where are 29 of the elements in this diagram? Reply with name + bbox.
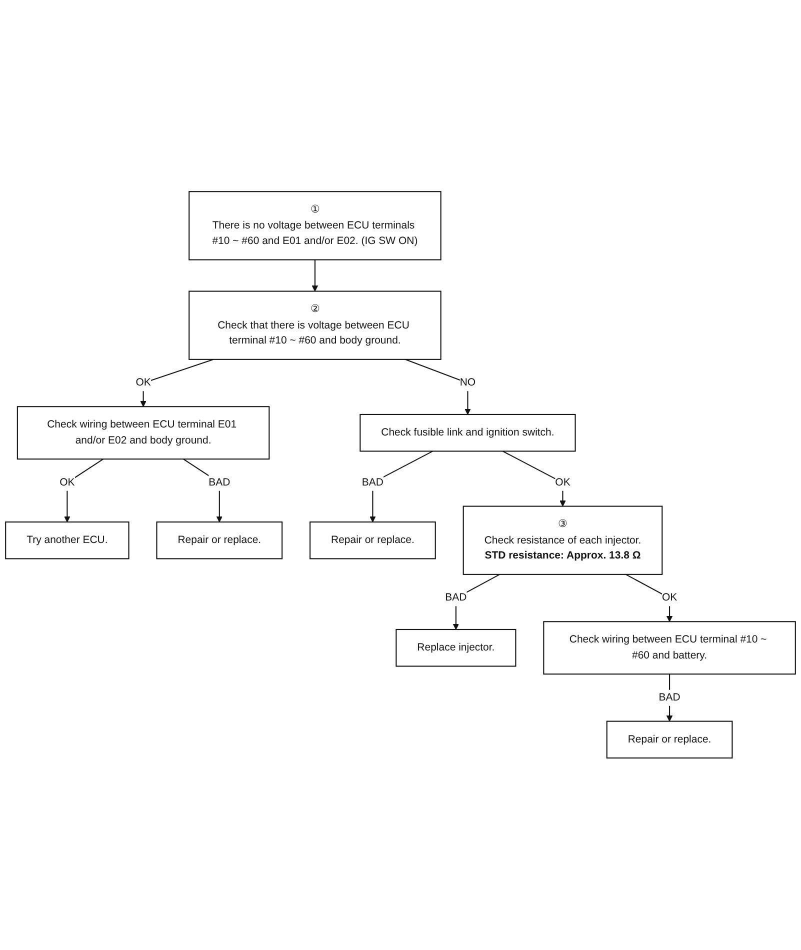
edge-label: NO	[460, 376, 476, 389]
node-box: ② Check that there is voltage between ECU terminal #10 ~ #60 and body ground.	[188, 290, 442, 360]
arrow	[502, 450, 566, 507]
edge-label: OK	[136, 376, 151, 389]
arrow	[183, 458, 222, 522]
arrow	[666, 674, 673, 722]
arrow	[312, 260, 318, 292]
edge-label: OK	[555, 476, 570, 488]
node-box: Check fusible link and ignition switch.	[360, 414, 576, 452]
arrow	[626, 574, 673, 622]
node-box: Repair or replace.	[310, 522, 436, 560]
arrow	[405, 359, 471, 415]
node-box: ③ Check resistance of each injector. STD resistance: Approx. 13.8 Ω	[462, 506, 663, 576]
edge-label: BAD	[362, 476, 384, 488]
node-box: Check wiring between ECU terminal #10 ~ #60 and battery.	[543, 621, 796, 675]
edge-label: BAD	[208, 476, 230, 488]
arrow	[64, 458, 104, 522]
node-box: Repair or replace.	[606, 720, 733, 759]
arrow	[452, 574, 500, 630]
node-box: Replace injector.	[396, 629, 516, 667]
edge-label: BAD	[658, 691, 680, 704]
node-box: Repair or replace.	[156, 522, 283, 560]
node-box: Try another ECU.	[5, 522, 130, 560]
edge-label: OK	[60, 476, 75, 488]
edge-label: OK	[662, 592, 678, 604]
edge-label: BAD	[445, 592, 467, 604]
arrow	[370, 450, 433, 522]
node-box: ① There is no voltage between ECU terminals #10 ~ #60 and E01 and/or E02. (IG SW ON)	[188, 191, 442, 260]
node-box: Check wiring between ECU terminal E01 and/or E02 and body ground.	[16, 406, 270, 460]
